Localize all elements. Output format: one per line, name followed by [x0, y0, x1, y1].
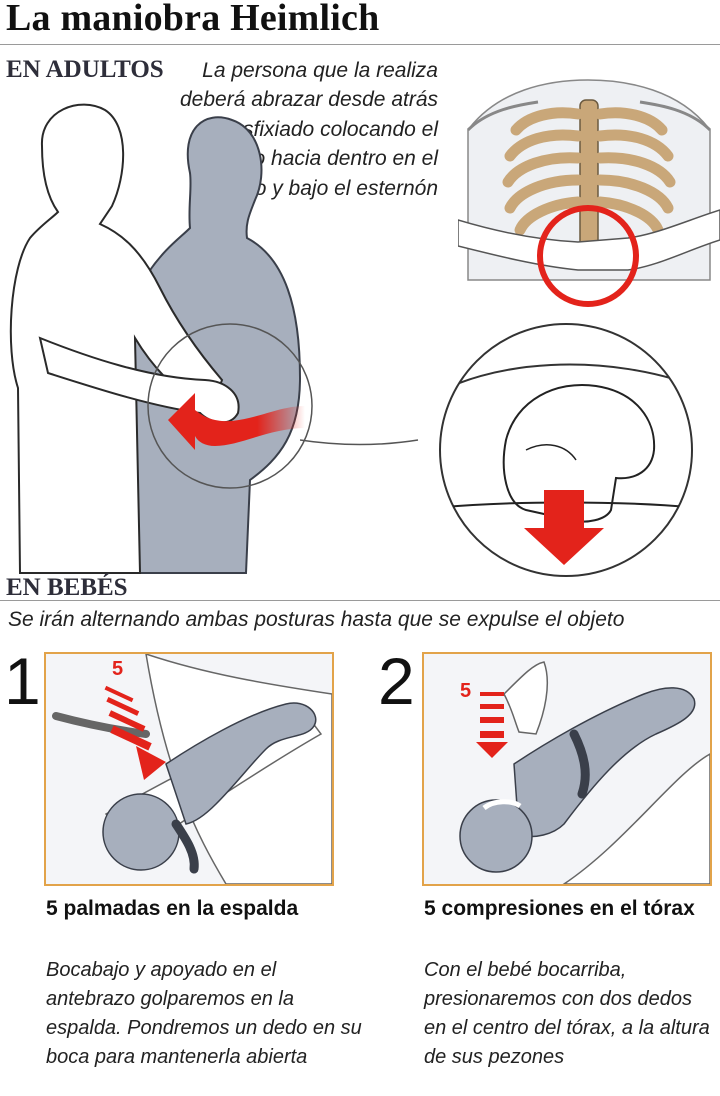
babies-intro: Se irán alternando ambas posturas hasta … [8, 608, 625, 631]
adults-caption: La persona que la realiza deberá abrazar… [180, 59, 438, 200]
detail-connector-line [300, 439, 419, 446]
title-divider [0, 44, 720, 45]
ribcage-illustration [458, 79, 720, 307]
adults-heading: EN ADULTOS [6, 56, 164, 83]
step-2-description: Con el bebé bocarriba, presionaremos con… [424, 959, 710, 1068]
chest-compressions-illustration [459, 661, 710, 884]
adult-maneuver-illustration [9, 103, 313, 574]
back-blows-illustration [52, 654, 332, 884]
step-1-panel: 5 [44, 652, 334, 886]
step-1-number: 1 [4, 644, 41, 718]
fist-detail-illustration [439, 323, 693, 577]
step-1-title: 5 palmadas en la espalda [46, 897, 299, 920]
page-title: La maniobra Heimlich [6, 0, 380, 39]
step-2-title: 5 compresiones en el tórax [424, 897, 695, 920]
step-2-number: 2 [378, 644, 415, 718]
babies-divider [0, 600, 720, 601]
step-1-count-label: 5 [112, 658, 124, 680]
step-1-description: Bocabajo y apoyado en el antebrazo golpa… [46, 959, 362, 1068]
step-2-panel: 5 [422, 652, 712, 886]
step-2-count-label: 5 [460, 680, 472, 702]
babies-heading: EN BEBÉS [6, 574, 128, 601]
